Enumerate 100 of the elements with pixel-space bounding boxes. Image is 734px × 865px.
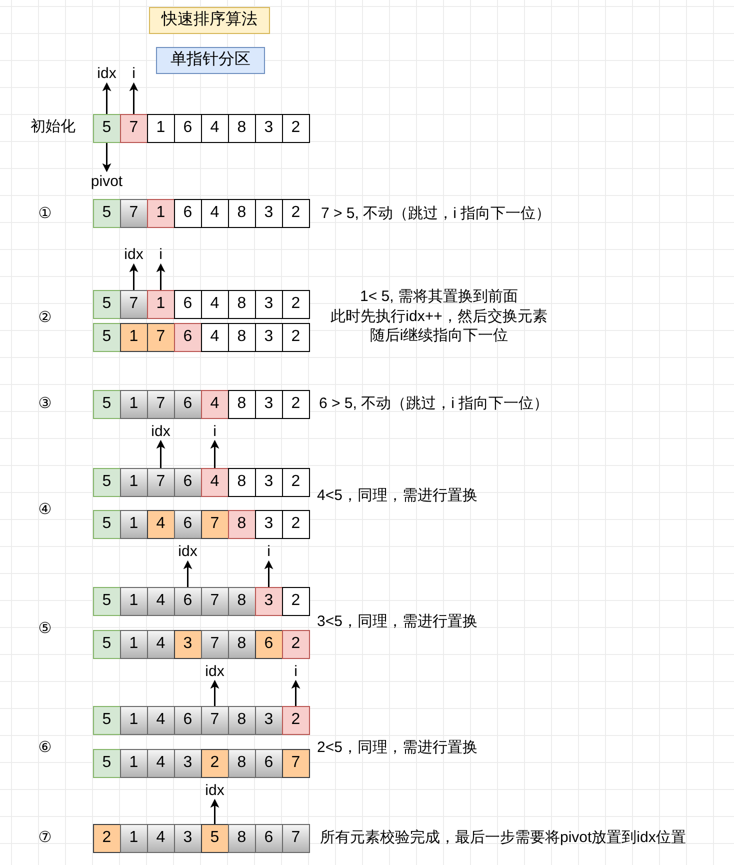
- array-cell: 5: [92, 199, 121, 228]
- array-cell: 4: [146, 824, 175, 852]
- array-cell: 6: [174, 390, 202, 418]
- pointer-label: i: [294, 662, 298, 680]
- subtitle-box: 单指针分区: [156, 47, 265, 74]
- array-cell: 1: [146, 199, 175, 228]
- array-cell: 3: [254, 510, 283, 538]
- array-cell: 8: [228, 390, 256, 418]
- array-cell: 7: [282, 824, 310, 852]
- step-number: ⑤: [38, 620, 52, 638]
- step-description: 4<5，同理，需进行置换: [317, 487, 478, 506]
- step-number: ③: [38, 394, 52, 413]
- pointer-label: i: [213, 422, 216, 440]
- array-cell: 4: [200, 114, 229, 142]
- array-cell: 8: [228, 323, 256, 352]
- array-cell: 2: [282, 114, 310, 142]
- array-cell: 1: [146, 290, 175, 318]
- array-cell: 5: [92, 468, 121, 496]
- arrow: [156, 263, 166, 290]
- arrow: [210, 440, 220, 468]
- array-cell: 1: [120, 390, 148, 418]
- array-cell: 3: [254, 114, 283, 142]
- array-cell: 5: [92, 290, 121, 318]
- pointer-label: pivot: [90, 172, 123, 190]
- step-description: 此时先执行idx++，然后交换元素: [330, 308, 548, 326]
- array-cell: 6: [174, 290, 202, 318]
- step-description: 7 > 5, 不动（跳过，i 指向下一位）: [321, 204, 551, 223]
- array-cell: 7: [146, 468, 175, 496]
- array-cell: 6: [254, 630, 283, 658]
- array-cell: 1: [146, 114, 175, 142]
- array-cell: 8: [228, 510, 256, 538]
- step-description: 2<5，同理，需进行置换: [317, 738, 478, 756]
- step-number: ⑦: [38, 828, 52, 847]
- array-cell: 4: [146, 587, 175, 616]
- pointer-label: idx: [97, 65, 116, 82]
- array-cell: 8: [228, 749, 256, 778]
- array-cell: 7: [120, 114, 148, 142]
- array-cell: 4: [200, 199, 229, 228]
- array-cell: 2: [282, 468, 310, 496]
- array-cell: 2: [282, 587, 310, 616]
- array-cell: 7: [120, 290, 148, 318]
- array-cell: 7: [146, 390, 175, 418]
- array-cell: 1: [120, 824, 148, 852]
- array-cell: 3: [254, 290, 283, 318]
- array-cell: 5: [92, 749, 121, 778]
- array-cell: 1: [120, 468, 148, 496]
- array-cell: 3: [174, 630, 202, 658]
- array-cell: 6: [174, 468, 202, 496]
- array-cell: 5: [200, 824, 229, 852]
- array-cell: 5: [92, 323, 121, 352]
- array-cell: 7: [146, 323, 175, 352]
- arrow: [264, 560, 274, 587]
- array-cell: 1: [120, 510, 148, 538]
- array-cell: 8: [228, 587, 256, 616]
- array-cell: 3: [254, 468, 283, 496]
- step-description: 3<5，同理，需进行置换: [317, 612, 478, 631]
- array-cell: 1: [120, 749, 148, 778]
- array-cell: 8: [228, 199, 256, 228]
- array-cell: 5: [92, 510, 121, 538]
- arrow: [129, 82, 138, 114]
- row-label: 初始化: [30, 118, 76, 136]
- array-cell: 2: [282, 323, 310, 352]
- array-cell: 7: [200, 510, 229, 538]
- array-cell: 6: [174, 323, 202, 352]
- array-cell: 6: [254, 749, 283, 778]
- array-cell: 5: [92, 390, 121, 418]
- array-cell: 7: [200, 630, 229, 658]
- array-cell: 8: [228, 706, 256, 734]
- array-cell: 4: [146, 706, 175, 734]
- array-cell: 8: [228, 290, 256, 318]
- array-cell: 7: [200, 706, 229, 734]
- pointer-label: idx: [205, 782, 224, 798]
- arrow: [183, 560, 192, 587]
- array-cell: 8: [228, 630, 256, 658]
- array-cell: 5: [92, 114, 121, 142]
- arrow: [156, 440, 166, 468]
- arrow: [129, 263, 138, 290]
- array-cell: 7: [200, 587, 229, 616]
- array-cell: 4: [200, 390, 229, 418]
- step-number: ②: [38, 308, 52, 327]
- pointer-label: i: [267, 543, 270, 560]
- array-cell: 3: [254, 390, 283, 418]
- array-cell: 1: [120, 630, 148, 658]
- arrow: [102, 82, 112, 114]
- title-box: 快速排序算法: [149, 7, 270, 34]
- array-cell: 2: [282, 199, 310, 228]
- array-cell: 3: [174, 749, 202, 778]
- array-cell: 8: [228, 824, 256, 852]
- array-cell: 4: [146, 749, 175, 778]
- array-cell: 6: [254, 824, 283, 852]
- arrow: [210, 798, 220, 824]
- array-cell: 3: [174, 824, 202, 852]
- array-cell: 4: [200, 323, 229, 352]
- array-cell: 1: [120, 323, 148, 352]
- arrow: [102, 142, 112, 172]
- array-cell: 2: [200, 749, 229, 778]
- array-cell: 1: [120, 706, 148, 734]
- array-cell: 2: [92, 824, 121, 852]
- step-description: 6 > 5, 不动（跳过，i 指向下一位）: [319, 394, 549, 413]
- array-cell: 6: [174, 587, 202, 616]
